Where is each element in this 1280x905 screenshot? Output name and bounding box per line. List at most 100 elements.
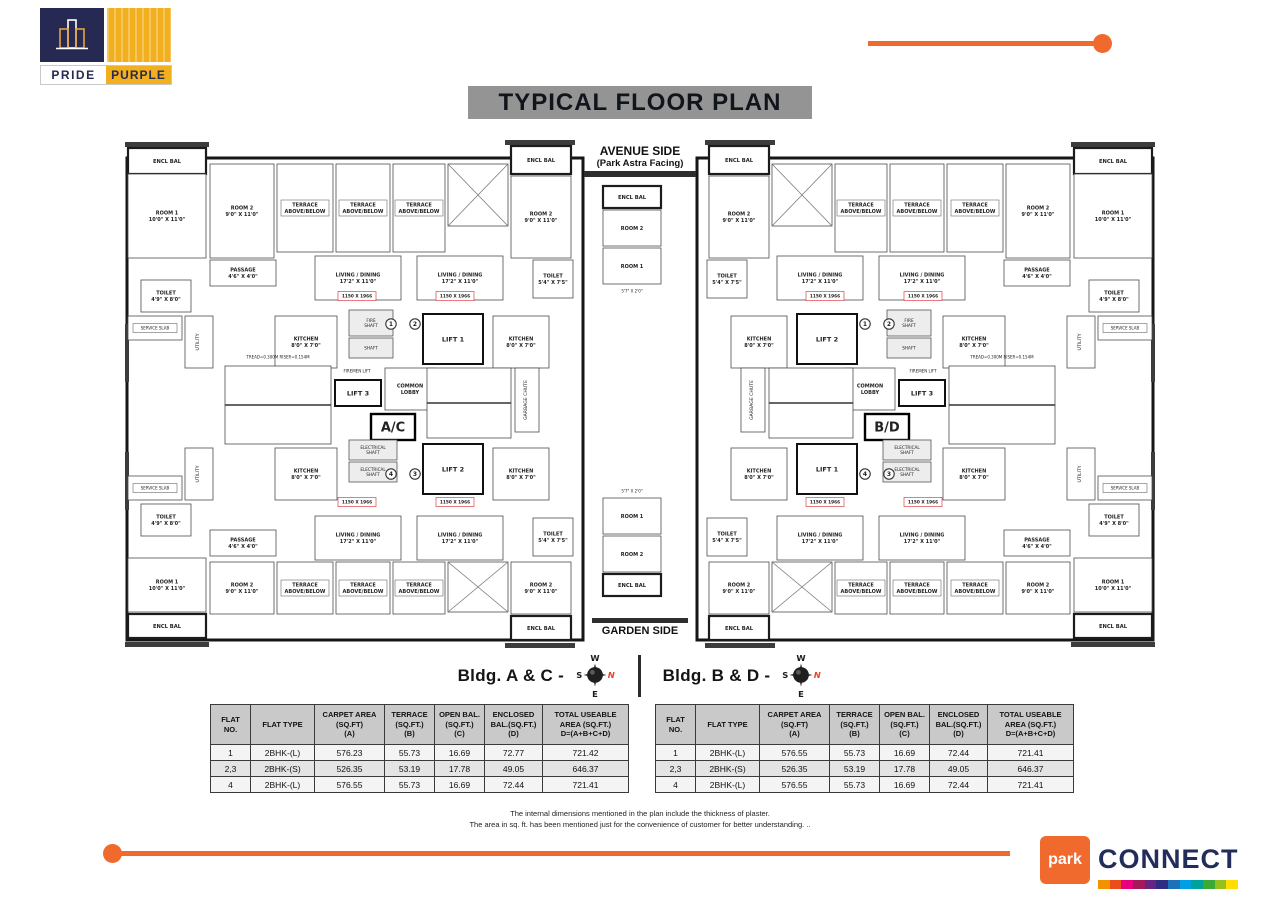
table-cell: 721.41 [987, 744, 1074, 761]
balcony-label: ENCL BAL [618, 195, 647, 201]
table-cell: 4 [210, 776, 251, 793]
compass-n: N [814, 670, 821, 680]
lift-label: LIFT 2 [816, 335, 838, 343]
room [740, 367, 766, 433]
bldg-ac-group: Bldg. A & C - W S N E [458, 653, 617, 699]
compass-icon: W S N E [576, 653, 614, 699]
table-header-cell: TOTAL USEABLE AREA (SQ.FT.) D=(A+B+C+D) [987, 704, 1074, 745]
balcony-label: ENCL BAL [1099, 159, 1128, 165]
dimension-tag-box [337, 291, 377, 301]
terrace-label-box [280, 579, 330, 597]
room [184, 447, 214, 501]
shaft-label: SHAFT [902, 345, 916, 350]
slab-label: SERVICE SLAB [1111, 325, 1140, 330]
wall-bar [125, 324, 129, 382]
table-header-cell: CARPET AREA (SQ.FT) (A) [759, 704, 830, 745]
room [1066, 315, 1096, 369]
table-header-cell: TERRACE (SQ.FT.) (B) [829, 704, 880, 745]
dimension-tag-box [805, 497, 845, 507]
table-header-cell: TOTAL USEABLE AREA (SQ.FT.) D=(A+B+C+D) [542, 704, 629, 745]
table-cell: 55.73 [384, 776, 435, 793]
room [1066, 447, 1096, 501]
table-cell: 72.77 [484, 744, 543, 761]
building-icon [56, 19, 88, 50]
bldg-ac-label: Bldg. A & C - [457, 666, 565, 685]
plan-note: 5'7" X 2'0" [621, 488, 643, 493]
balcony-label: ENCL BAL [527, 626, 556, 632]
enclosed-balcony [509, 614, 573, 642]
room [209, 163, 275, 259]
wall-bar [125, 142, 209, 147]
disclaimer: The internal dimensions mentioned in the… [0, 808, 1280, 831]
plan-note: 5'7" X 2'0" [621, 288, 643, 293]
compass-s: S [576, 670, 582, 680]
terrace-label-box [892, 579, 942, 597]
avenue-side-subtext: (Park Astra Facing) [596, 158, 684, 169]
table-cell: 2,3 [655, 760, 696, 777]
table-cell: 2BHK-(L) [695, 744, 760, 761]
disclaimer-line-1: The internal dimensions mentioned in the… [510, 809, 770, 818]
brand-color-stripe [1098, 880, 1239, 889]
enclosed-balcony [1072, 612, 1154, 640]
wing-tag: A/C [381, 421, 405, 436]
room-label: ROOM 2 [621, 552, 644, 558]
slab-label: SERVICE SLAB [1111, 485, 1140, 490]
enclosed-balcony [707, 614, 771, 642]
room-label: UTILITY [1077, 333, 1083, 350]
unit-number: 4 [389, 471, 393, 478]
room [706, 517, 748, 557]
wall-bar [125, 452, 129, 510]
room [602, 535, 662, 573]
table-cell: 526.35 [314, 760, 385, 777]
room [127, 173, 207, 259]
wall-bar [1071, 142, 1155, 147]
dimension-tag-box [903, 497, 943, 507]
plan-note: FIREMEN LIFT [909, 368, 937, 373]
room-label: UTILITY [195, 465, 201, 482]
table-header-cell: ENCLOSED BAL.(SQ.FT.) (D) [929, 704, 988, 745]
unit-number-circle [385, 318, 397, 330]
unit-number-circle [409, 318, 421, 330]
wall-bar [505, 140, 575, 145]
unit-number: 3 [887, 471, 891, 478]
table-cell: 55.73 [829, 776, 880, 793]
unit-number: 3 [413, 471, 417, 478]
room [602, 247, 662, 285]
bottom-orange-dot [103, 844, 122, 863]
enclosed-balcony [601, 184, 663, 210]
room [1088, 503, 1140, 537]
room-label: UTILITY [195, 333, 201, 350]
wall-bar [1151, 452, 1155, 510]
table-cell: 1 [210, 744, 251, 761]
lift-box [422, 313, 484, 365]
dimension-tag: 1150 X 1966 [440, 294, 470, 300]
table-header-cell: FLAT NO. [210, 704, 251, 745]
table-header-cell: FLAT TYPE [250, 704, 315, 745]
wing-tag-box [369, 412, 417, 442]
table-cell: 17.78 [434, 760, 485, 777]
